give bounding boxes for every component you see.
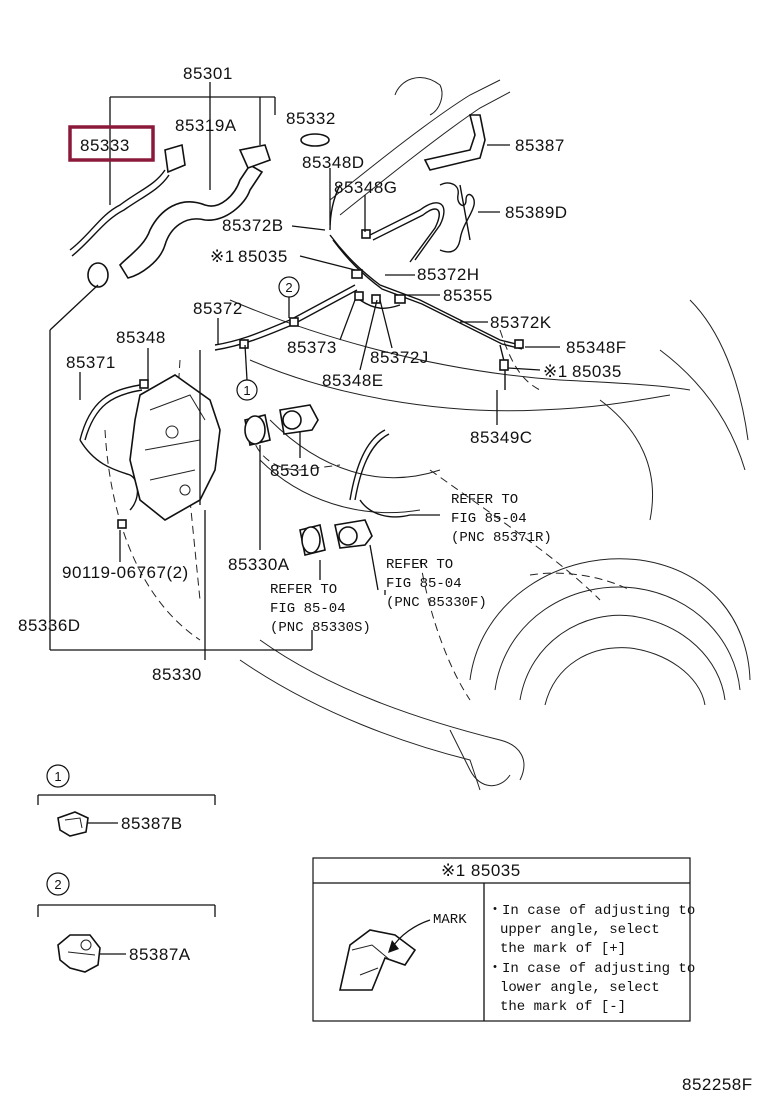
label-85372K: 85372K xyxy=(490,313,552,332)
detail-line-1: ・In case of adjusting to xyxy=(488,903,695,919)
label-85348F: 85348F xyxy=(566,338,627,357)
label-85355: 85355 xyxy=(443,286,493,305)
filler-neck-parts xyxy=(69,114,486,288)
detail-line-6: the mark of [-] xyxy=(500,999,626,1015)
refer-note-85371R: REFER TO FIG 85-04 (PNC 85371R) xyxy=(451,492,552,546)
label-85348E: 85348E xyxy=(322,371,384,390)
detail-line-3: the mark of [+] xyxy=(500,941,626,957)
diagram-id: 852258F xyxy=(682,1075,753,1094)
label-85330: 85330 xyxy=(152,665,202,684)
detail-line-4: ・In case of adjusting to xyxy=(488,961,695,977)
detail-box-title: ※1 85035 xyxy=(441,861,521,880)
label-85330A: 85330A xyxy=(228,555,290,574)
detail-box-85035: ※1 85035 MARK ・In case of adjusting to u… xyxy=(312,857,695,1022)
label-85372J: 85372J xyxy=(370,348,429,367)
label-85348G: 85348G xyxy=(334,178,398,197)
label-85387: 85387 xyxy=(515,136,565,155)
inset-clip-2: 2 85387A xyxy=(37,872,216,973)
label-85348D: 85348D xyxy=(302,153,365,172)
part-number-labels: 85301 85333 85319A 85332 85348D 85387 85… xyxy=(18,64,627,684)
svg-text:(PNC 85371R): (PNC 85371R) xyxy=(451,530,552,546)
label-85336D: 85336D xyxy=(18,616,81,635)
label-85372: 85372 xyxy=(193,299,243,318)
circle-marker-1: 1 xyxy=(236,379,258,401)
label-90119-06767: 90119-06767(2) xyxy=(62,563,189,582)
detail-line-2: upper angle, select xyxy=(500,922,660,938)
label-85035-a: 85035 xyxy=(238,247,288,266)
label-85373: 85373 xyxy=(287,338,337,357)
circle-marker-2: 2 xyxy=(278,276,300,298)
svg-text:REFER TO: REFER TO xyxy=(270,582,337,598)
label-85035-b: 85035 xyxy=(572,362,622,381)
label-85333: 85333 xyxy=(80,136,130,155)
svg-text:REFER TO: REFER TO xyxy=(451,492,518,508)
inset-clip-1: 1 85387B xyxy=(37,764,216,837)
label-85332: 85332 xyxy=(286,109,336,128)
label-85348: 85348 xyxy=(116,328,166,347)
hose-connectors xyxy=(117,229,524,529)
label-85371: 85371 xyxy=(66,353,116,372)
refer-note-85330S: REFER TO FIG 85-04 (PNC 85330S) xyxy=(270,582,371,636)
label-85387A: 85387A xyxy=(129,945,191,964)
svg-text:FIG 85-04: FIG 85-04 xyxy=(270,601,346,617)
washer-reservoir xyxy=(129,374,221,521)
label-85389D: 85389D xyxy=(505,203,568,222)
svg-text:2: 2 xyxy=(54,877,61,892)
label-85387B: 85387B xyxy=(121,814,183,833)
svg-text:(PNC 85330S): (PNC 85330S) xyxy=(270,620,371,636)
label-85372H: 85372H xyxy=(417,265,480,284)
note-mark-2: ※1 xyxy=(543,362,568,381)
label-85301: 85301 xyxy=(183,64,233,83)
svg-text:FIG 85-04: FIG 85-04 xyxy=(386,576,462,592)
label-85310: 85310 xyxy=(270,461,320,480)
label-85319A: 85319A xyxy=(175,116,237,135)
leader-lines xyxy=(49,82,560,660)
svg-text:(PNC 85330F): (PNC 85330F) xyxy=(386,595,487,611)
washer-pumps xyxy=(244,404,373,556)
note-mark-1: ※1 xyxy=(210,247,235,266)
label-85372B: 85372B xyxy=(222,216,284,235)
mark-label: MARK xyxy=(433,912,467,928)
label-85349C: 85349C xyxy=(470,428,533,447)
svg-text:FIG 85-04: FIG 85-04 xyxy=(451,511,527,527)
refer-note-85330F: REFER TO FIG 85-04 (PNC 85330F) xyxy=(386,557,487,611)
detail-line-5: lower angle, select xyxy=(500,980,660,996)
svg-text:1: 1 xyxy=(54,769,61,784)
svg-text:2: 2 xyxy=(285,280,292,295)
vehicle-body-outline xyxy=(104,77,751,791)
highlight-box-85333 xyxy=(68,125,155,162)
svg-text:REFER TO: REFER TO xyxy=(386,557,453,573)
svg-text:1: 1 xyxy=(243,383,250,398)
